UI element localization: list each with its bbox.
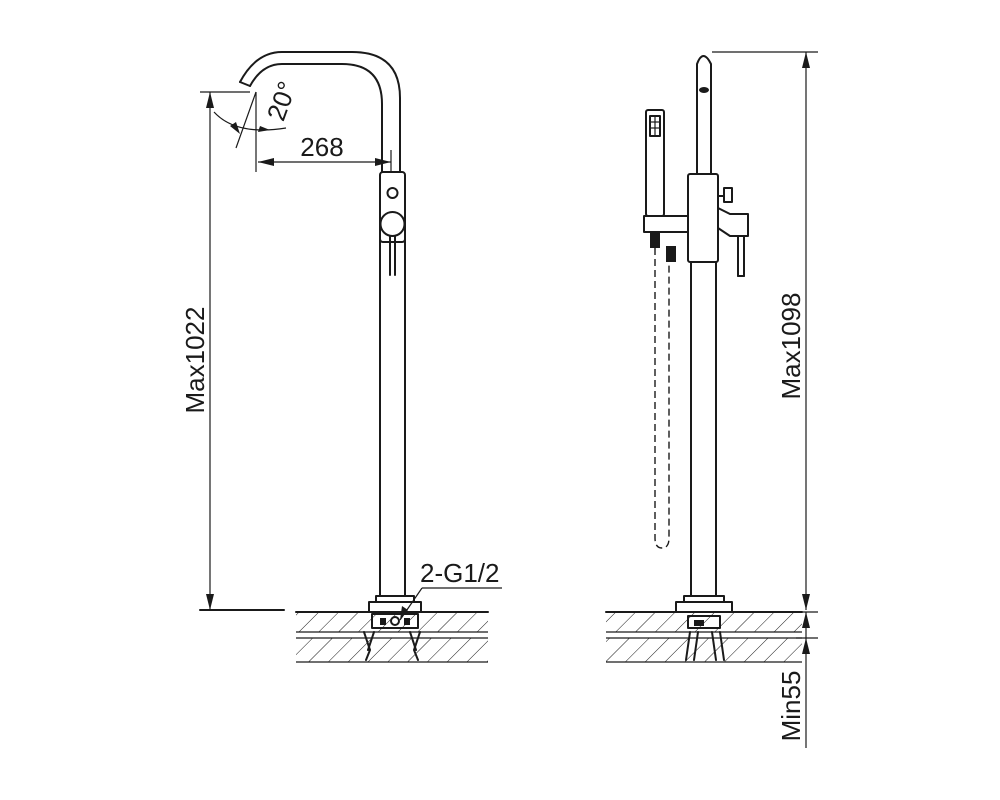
side-lever-handle	[717, 187, 749, 277]
hand-shower	[643, 109, 689, 262]
right-height-label: Max1098	[776, 293, 806, 400]
left-base	[363, 595, 422, 661]
floor-depth-dimension: Min55	[776, 611, 818, 748]
left-height-dimension: Max1022	[180, 91, 285, 611]
floor-depth-label: Min55	[776, 671, 806, 742]
side-view: Max1098 Min55	[605, 51, 818, 748]
front-view: Max1022 20° 268 2-G1/2	[180, 51, 502, 663]
inlet-callout: 2-G1/2	[399, 558, 502, 621]
right-floor	[605, 611, 803, 663]
right-base	[675, 595, 733, 661]
spout-reach-label: 268	[300, 132, 343, 162]
left-height-label: Max1022	[180, 307, 210, 414]
spout-reach-dimension: 268	[258, 132, 391, 166]
shower-hose	[654, 248, 670, 549]
inlet-label: 2-G1/2	[420, 558, 500, 588]
left-spout	[239, 51, 401, 173]
left-column	[379, 171, 406, 597]
right-height-dimension: Max1098	[712, 51, 818, 610]
spout-angle-label: 20°	[261, 77, 303, 124]
right-column	[687, 55, 719, 597]
